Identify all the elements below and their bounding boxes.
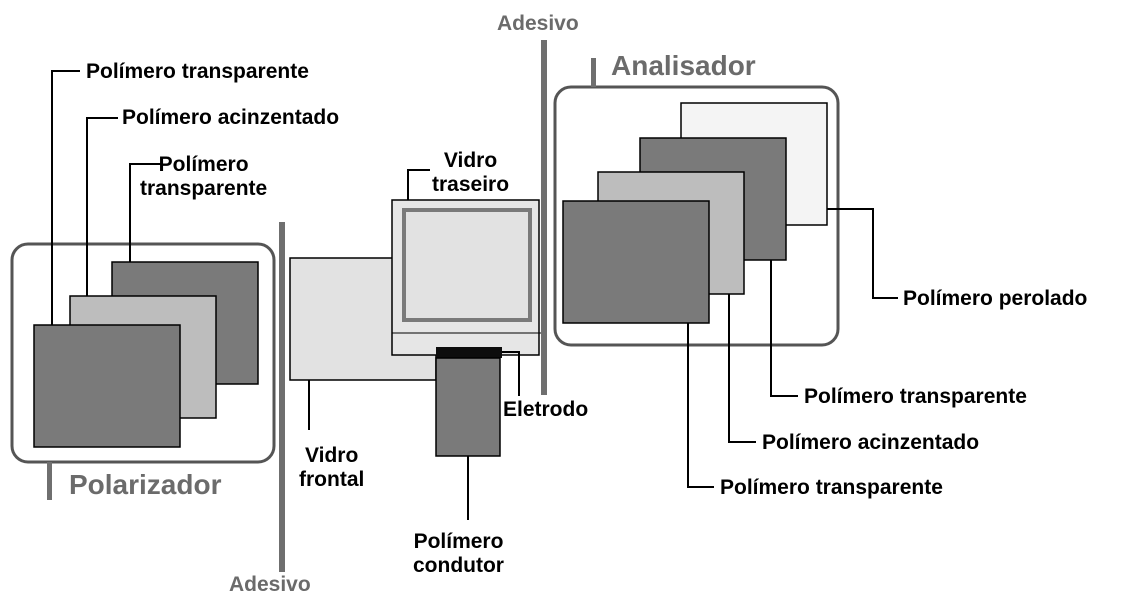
analyzer-layer-transparent-front	[562, 200, 710, 324]
label-left-polimero-transparente-1: Polímero transparente	[86, 60, 309, 83]
label-polarizador: Polarizador	[69, 469, 222, 500]
label-vidro-traseiro-line1: Vidro	[443, 149, 498, 172]
label-right-polimero-transparente-1: Polímero transparente	[804, 385, 1027, 408]
polarizer-frame	[10, 242, 276, 464]
polarizer-layer-transparent-front	[33, 324, 181, 448]
rear-glass-inner	[402, 208, 532, 322]
label-right-polimero-transparente-2: Polímero transparente	[720, 476, 943, 499]
analyzer-bracket-tick	[591, 58, 596, 87]
label-vidro-traseiro-line2: traseiro	[432, 172, 510, 196]
polarizer-bracket-tick	[47, 462, 52, 500]
leader-right-perolado	[827, 208, 898, 299]
electrode-strip	[436, 347, 502, 358]
label-polimero-condutor-line1: Polímero	[413, 530, 504, 553]
conductive-polymer	[435, 357, 501, 457]
label-left-polimero-transparente-2: Polímero transparente	[140, 153, 267, 200]
label-vidro-frontal: Vidro frontal	[299, 444, 364, 491]
leader-right-acinzentado	[728, 294, 756, 443]
leader-left-acinzentado	[86, 117, 118, 296]
label-vidro-traseiro: Vidro traseiro	[432, 149, 509, 196]
label-adesivo-top: Adesivo	[497, 12, 579, 35]
label-analisador: Analisador	[611, 50, 756, 81]
leader-right-transparente-2	[687, 323, 714, 488]
label-adesivo-bottom: Adesivo	[229, 573, 311, 596]
label-polimero-condutor: Polímero condutor	[413, 530, 504, 577]
label-left-polimero-transparente-2-line2: transparente	[140, 176, 268, 200]
label-left-polimero-acinzentado: Polímero acinzentado	[122, 106, 340, 129]
adhesive-bar-right	[541, 40, 547, 395]
leader-right-transparente-1	[770, 260, 798, 397]
analyzer-frame	[553, 85, 840, 347]
label-vidro-frontal-line1: Vidro	[305, 444, 359, 467]
label-left-polimero-transparente-2-line1: Polímero	[158, 153, 249, 176]
label-right-polimero-perolado: Polímero perolado	[903, 287, 1088, 310]
leader-eletrodo	[502, 351, 520, 396]
leader-left-transparente-2	[129, 163, 162, 262]
label-vidro-frontal-line2: frontal	[299, 467, 365, 491]
label-polimero-condutor-line2: condutor	[413, 553, 504, 577]
leader-vidro-traseiro	[407, 169, 430, 200]
label-right-polimero-acinzentado: Polímero acinzentado	[762, 431, 980, 454]
leader-left-transparente-1	[51, 70, 80, 325]
label-eletrodo: Eletrodo	[503, 398, 589, 421]
adhesive-bar-left	[279, 222, 285, 572]
